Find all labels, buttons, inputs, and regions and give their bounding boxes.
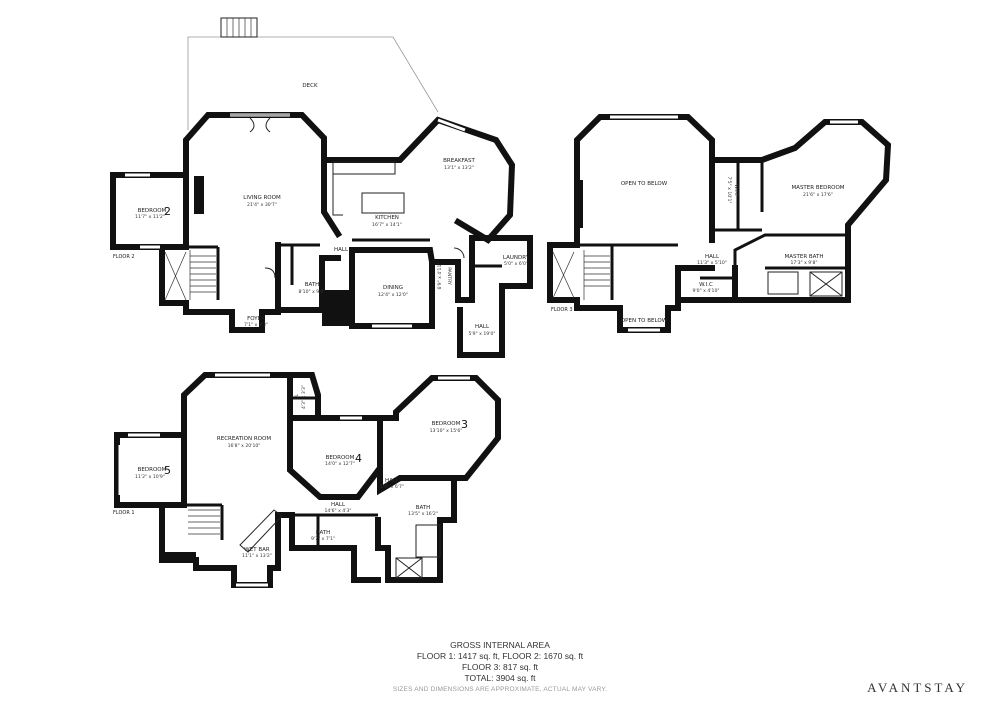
bedroom-4-number: 4 xyxy=(355,452,362,465)
living-room-walls xyxy=(183,112,343,250)
hall-2-label-f2: HALL xyxy=(475,324,490,330)
hall-2-dim-f1: 14'6" x 4'3" xyxy=(324,508,351,514)
bedroom-2-name: BEDROOM xyxy=(138,208,167,214)
wic-1-dim: 7'5" x 10'1" xyxy=(726,176,732,203)
closet-dim: 4'3" x 3'3" xyxy=(301,385,307,409)
bedroom-5-number: 5 xyxy=(164,464,171,477)
wic-2-label: W.I.C xyxy=(699,282,713,288)
hall-dim-f3: 11'3" x 5'10" xyxy=(697,260,727,266)
bath-dim-f2: 8'10" x 9'0" xyxy=(298,289,325,295)
summary-total: TOTAL: 3904 sq. ft xyxy=(464,673,536,683)
bathtub xyxy=(767,271,799,295)
bedroom-4-dim: 14'0" x 12'7" xyxy=(325,461,355,467)
foyer-dim: 7'1" x 3'3" xyxy=(244,322,268,328)
floor-1-stairs xyxy=(188,509,220,535)
pantry-label: PANTRY xyxy=(446,267,452,285)
recreation-room-label: RECREATION ROOM xyxy=(217,436,271,442)
service-walls xyxy=(429,235,533,358)
wet-bar-label: WET BAR xyxy=(244,547,270,553)
bedroom-3-number: 3 xyxy=(461,418,468,431)
hall-1-label-f1: HALL xyxy=(385,478,400,484)
master-suite-walls xyxy=(709,119,892,303)
hall-2-dim-f2: 5'9" x 19'0" xyxy=(468,331,495,337)
kitchen-walls xyxy=(321,116,516,244)
hall-1-dim-f1: 5'4" x 6'7" xyxy=(380,484,404,490)
bath-2-label-f1: BATH xyxy=(316,530,331,536)
kitchen-island xyxy=(361,192,405,214)
open-to-below-2: OPEN TO BELOW xyxy=(621,318,668,324)
summary-line-1: FLOOR 1: 1417 sq. ft, FLOOR 2: 1670 sq. … xyxy=(416,651,584,661)
floor-2-label: FLOOR 2 xyxy=(113,254,135,260)
pantry-dim: 6'9" x 4'11" xyxy=(437,262,443,289)
master-bath-dim: 17'3" x 9'8" xyxy=(790,260,817,266)
bedroom-3-walls xyxy=(377,375,501,481)
floor-1-plan: FLOOR 1 RECREATION ROOM 16'8" x 20'10" C… xyxy=(113,372,501,588)
summary-line-2: FLOOR 3: 817 sq. ft xyxy=(461,662,539,672)
bedroom-5-label: BEDROOM xyxy=(138,467,167,473)
laundry-label: LAUNDRY xyxy=(503,255,530,261)
bath-label-f2: BATH xyxy=(305,282,320,288)
master-bath-label: MASTER BATH xyxy=(784,254,823,260)
summary-disclaimer: SIZES AND DIMENSIONS ARE APPROXIMATE, AC… xyxy=(392,686,608,693)
hall-label-f3: HALL xyxy=(705,254,720,260)
wic-1-label: W.I.C xyxy=(733,184,739,196)
bedroom-2-dim: 11'7" x 11'2" xyxy=(135,214,165,220)
brand-logo: AVANTSTAY xyxy=(867,680,968,695)
foyer-label: FOYER xyxy=(247,316,265,322)
area-summary: GROSS INTERNAL AREA FLOOR 1: 1417 sq. ft… xyxy=(300,640,700,695)
floor-1-shower xyxy=(395,557,423,579)
floor-3-stairs xyxy=(552,250,610,300)
hall-label-f2: HALL xyxy=(334,247,349,253)
bath-2-dim-f1: 9'7" x 7'1" xyxy=(311,536,335,542)
floor-1-label: FLOOR 1 xyxy=(113,510,135,516)
floor-1-bathtub xyxy=(415,524,441,558)
bedroom-2-label: BEDROOM xyxy=(138,208,167,214)
breakfast-label: BREAKFAST xyxy=(443,158,475,164)
wet-bar-dim: 11'1" x 13'2" xyxy=(242,553,272,559)
floor-2-plan: FLOOR 2 DECK BEDROOM 2 11'7" x 11'2" LIV… xyxy=(110,17,533,358)
master-bedroom-label: MASTER BEDROOM xyxy=(791,185,844,191)
kitchen-label: KITCHEN xyxy=(375,215,399,221)
hall-2-label-f1: HALL xyxy=(331,502,346,508)
deck-outline xyxy=(187,36,439,130)
kitchen-dim: 16'7" x 14'1" xyxy=(372,222,402,228)
recreation-room-walls xyxy=(181,372,293,508)
floor-2-stairs xyxy=(164,250,216,301)
dining-label: DINING xyxy=(383,285,403,291)
wic-2-dim: 9'0" x 4'10" xyxy=(692,288,719,294)
fireplace-chase xyxy=(575,180,583,228)
shower xyxy=(809,271,843,297)
open-to-below-1: OPEN TO BELOW xyxy=(621,181,668,187)
laundry-dim: 5'0" x 6'0" xyxy=(504,261,528,267)
bedroom-3-label: BEDROOM xyxy=(432,421,461,427)
living-room-dim: 21'4" x 30'7" xyxy=(247,202,277,208)
fireplace xyxy=(194,176,204,214)
living-room-label: LIVING ROOM xyxy=(243,195,281,201)
breakfast-dim: 13'1" x 13'2" xyxy=(444,165,474,171)
closet-label: CL xyxy=(294,394,300,400)
floor-3-label: FLOOR 3 xyxy=(551,307,573,313)
recreation-room-dim: 16'8" x 20'10" xyxy=(228,443,261,449)
bath-1-dim-f1: 13'5" x 16'2" xyxy=(408,511,438,517)
wet-bar-counter xyxy=(239,509,283,553)
master-bedroom-dim: 21'6" x 17'6" xyxy=(803,192,833,198)
bedroom-5-dim: 11'2" x 10'9" xyxy=(135,474,165,480)
bedroom-2-number: 2 xyxy=(164,205,171,218)
floor-3-plan: FLOOR 3 OPEN TO BELOW OPEN TO BELOW 7'5"… xyxy=(547,114,892,333)
bath-1-label-f1: BATH xyxy=(416,505,431,511)
summary-heading: GROSS INTERNAL AREA xyxy=(450,640,550,650)
chimney-block xyxy=(322,290,352,326)
dining-dim: 12'4" x 12'0" xyxy=(378,292,408,298)
bedroom-3-dim: 13'10" x 15'6" xyxy=(430,428,463,434)
deck-label: DECK xyxy=(302,83,318,89)
floor-2-stair-walls xyxy=(159,244,281,333)
bedroom-4-label: BEDROOM xyxy=(326,455,355,461)
